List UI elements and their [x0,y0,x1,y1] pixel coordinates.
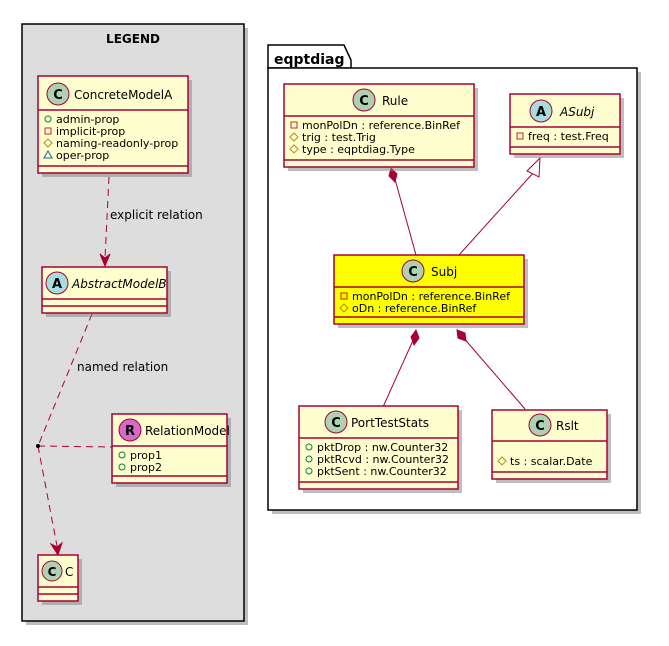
explicit-relation-arrowhead [99,253,111,268]
private-visibility-icon [516,132,524,140]
concrete-model-a-class[interactable]: C ConcreteModelA admin-propimplicit-prop… [37,75,192,177]
class-c-icon [46,82,70,106]
class-attribute: prop2 [130,461,162,474]
class-c-icon [324,410,348,434]
abstract-a-icon [45,271,69,295]
relation-model-link-line [37,445,113,448]
protected-visibility-icon [43,138,53,148]
protected-visibility-icon [339,303,349,313]
public-visibility-icon [305,443,313,451]
subj-class-name: Subj [431,265,457,279]
legend-edges [36,176,113,557]
port-test-stats-class[interactable]: C PortTestStats pktDrop : nw.Counter32pk… [298,405,462,493]
svg-text:R: R [125,424,135,439]
public-visibility-icon [305,467,313,475]
class-attribute: ts : scalar.Date [510,455,593,468]
relation-model-name: RelationModel [145,424,230,438]
class-c-icon [528,413,552,437]
class-attribute: oper-prop [56,149,109,162]
explicit-relation-line [104,176,110,259]
composition-diamond [456,329,467,342]
svg-text:A: A [52,277,62,292]
class-attribute: implicit-prop [56,125,125,138]
class-attribute: pktDrop : nw.Counter32 [317,441,448,454]
abstract-model-b-name: AbstractModelB [71,277,167,291]
relation-junction-dot [36,444,40,448]
protected-visibility-icon [289,144,299,154]
svg-text:A: A [536,105,546,120]
class-attribute: trig : test.Trig [302,131,376,144]
asubj-class[interactable]: A ASubj freq : test.Freq [509,93,624,158]
class-attribute: monPolDn : reference.BinRef [302,119,461,132]
composition-diamond [410,328,420,347]
svg-text:C: C [53,88,63,103]
named-relation-to-c-line [37,445,58,547]
package-name: eqptdiag [274,52,345,68]
named-relation-arrowhead [49,541,64,557]
svg-text:C: C [48,565,57,579]
class-attribute: admin-prop [56,113,119,126]
legend-title: LEGEND [106,32,160,46]
public-visibility-icon [44,115,52,123]
public-visibility-icon [118,463,126,471]
c-class[interactable]: C C [37,554,82,605]
composition-diamond [388,167,398,183]
class-c-icon [352,88,376,112]
package-visibility-icon [43,149,53,159]
class-c-icon [401,259,425,283]
class-attribute: type : eqptdiag.Type [302,143,415,156]
class-attribute: pktRcvd : nw.Counter32 [317,453,449,466]
protected-visibility-icon [289,132,299,142]
rule-class-name: Rule [382,94,408,108]
port-test-stats-name: PortTestStats [351,416,429,430]
package-edges [382,156,541,410]
class-attribute: naming-readonly-prop [56,137,178,150]
explicit-relation-label: explicit relation [110,208,203,222]
class-attribute: prop1 [130,449,162,462]
private-visibility-icon [44,127,52,135]
private-visibility-icon [340,292,348,300]
abstract-model-b-class[interactable]: A AbstractModelB [41,266,171,317]
rslt-class-name: Rslt [556,419,579,433]
public-visibility-icon [305,455,313,463]
svg-text:C: C [535,419,545,434]
class-attribute: oDn : reference.BinRef [352,302,477,315]
public-visibility-icon [118,451,126,459]
rslt-class[interactable]: C Rslt ts : scalar.Date [491,409,611,483]
subj-rslt-composition-line [461,335,526,410]
svg-text:C: C [331,416,341,431]
class-attribute: monPolDn : reference.BinRef [352,290,511,303]
relation-r-icon [118,418,142,442]
concrete-model-a-name: ConcreteModelA [74,88,173,102]
generalization-triangle [526,156,541,178]
c-class-name: C [65,565,73,579]
svg-text:C: C [408,265,418,280]
svg-text:C: C [359,94,369,109]
subj-asubj-generalization-line [458,171,535,256]
class-attribute: freq : test.Freq [528,130,609,143]
class-attribute: pktSent : nw.Counter32 [317,465,447,478]
subj-porttest-composition-line [382,335,416,408]
asubj-class-name: ASubj [559,105,595,119]
protected-visibility-icon [497,456,507,466]
abstract-a-icon [529,99,553,123]
class-c-icon [41,560,63,582]
private-visibility-icon [290,121,298,129]
named-relation-label: named relation [77,360,168,374]
rule-subj-composition-line [392,171,417,256]
